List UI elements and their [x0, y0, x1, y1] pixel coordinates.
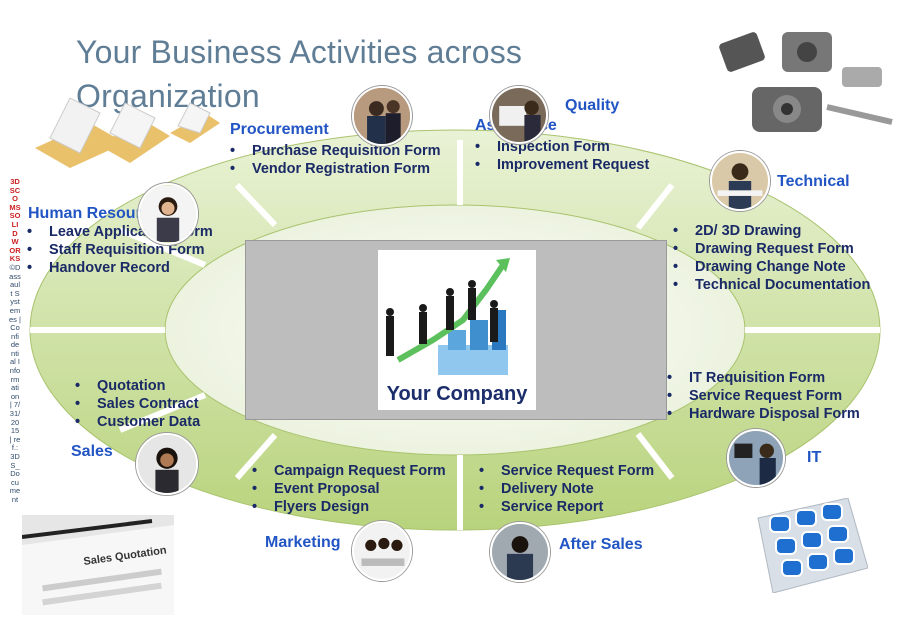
procurement-photo — [352, 86, 412, 146]
dept-label-it: IT — [807, 449, 822, 466]
technical-photo — [710, 151, 770, 211]
list-item: Drawing Request Form — [673, 240, 870, 258]
growth-chart-icon — [386, 258, 510, 375]
list-item: Campaign Request Form — [252, 462, 446, 480]
quality-items: Inspection Form Improvement Request — [475, 138, 649, 174]
list-item: Technical Documentation — [673, 276, 870, 294]
it-items: IT Requisition Form Service Request Form… — [667, 369, 860, 423]
list-item: Quotation — [75, 377, 200, 395]
list-item: Delivery Note — [479, 480, 654, 498]
after-sales-items: Service Request Form Delivery Note Servi… — [479, 462, 654, 516]
company-label: Your Company — [378, 383, 536, 406]
sales-items: Quotation Sales Contract Customer Data — [75, 377, 200, 431]
list-item: Staff Requisition Form — [27, 241, 213, 259]
sidebar-text-blue: ©Dassault Systemes | Confidential Inform… — [9, 262, 21, 504]
sales-photo — [136, 433, 198, 495]
procurement-items: Purchase Requisition Form Vendor Registr… — [230, 142, 441, 178]
list-item: Handover Record — [27, 259, 213, 277]
sales-quotation-document: Sales Quotation — [22, 515, 174, 615]
machine-parts-icon — [719, 32, 893, 132]
after-sales-photo — [490, 522, 550, 582]
list-item: Inspection Form — [475, 138, 649, 156]
it-icons-keyboard — [757, 498, 868, 593]
dept-label-after-sales: After Sales — [559, 536, 643, 553]
sidebar-text-red: 3DSCOMSSOLIDWORKS — [9, 177, 21, 264]
sidebar-copyright-text: 3DSCOMSSOLIDWORKS ©Dassault Systemes | C… — [9, 177, 21, 505]
it-photo — [727, 429, 785, 487]
list-item: Purchase Requisition Form — [230, 142, 441, 160]
list-item: Vendor Registration Form — [230, 160, 441, 178]
list-item: Flyers Design — [252, 498, 446, 516]
dept-label-sales: Sales — [71, 443, 113, 460]
marketing-items: Campaign Request Form Event Proposal Fly… — [252, 462, 446, 516]
quality-photo — [490, 86, 548, 144]
list-item: Improvement Request — [475, 156, 649, 174]
dept-label-technical: Technical — [777, 173, 850, 190]
technical-items: 2D/ 3D Drawing Drawing Request Form Draw… — [673, 222, 870, 294]
list-item: IT Requisition Form — [667, 369, 860, 387]
marketing-photo — [352, 521, 412, 581]
list-item: Hardware Disposal Form — [667, 405, 860, 423]
list-item: 2D/ 3D Drawing — [673, 222, 870, 240]
list-item: Service Request Form — [667, 387, 860, 405]
list-item: Customer Data — [75, 413, 200, 431]
dept-label-procurement: Procurement — [230, 121, 329, 138]
list-item: Service Report — [479, 498, 654, 516]
list-item: Sales Contract — [75, 395, 200, 413]
dept-label-quality: Quality — [565, 97, 620, 114]
hr-photo — [138, 183, 198, 245]
list-item: Service Request Form — [479, 462, 654, 480]
list-item: Event Proposal — [252, 480, 446, 498]
dept-label-marketing: Marketing — [265, 534, 341, 551]
folders-icon — [35, 97, 220, 168]
list-item: Drawing Change Note — [673, 258, 870, 276]
dept-label-hr: Human Resource — [28, 205, 160, 222]
page-title: Your Business Activities across Organiza… — [76, 34, 523, 114]
